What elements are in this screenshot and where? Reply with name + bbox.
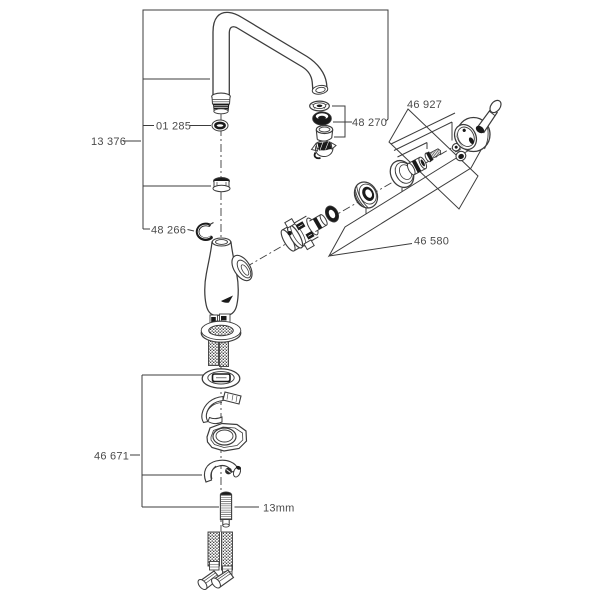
- spout-adapter-nut: [212, 177, 231, 193]
- aerator-bracket-48270: [332, 105, 352, 138]
- label-handle-kit: 46 927: [407, 99, 442, 111]
- adapter-sleeve-part: [406, 156, 428, 176]
- aerator-washer-part: [309, 100, 330, 112]
- label-spout-assembly: 13 376: [91, 136, 126, 148]
- spout-bracket-13376: [123, 9, 389, 232]
- threaded-stud-part: [219, 491, 233, 528]
- horseshoe-clip-part: [203, 459, 242, 483]
- base-escutcheon: [200, 320, 242, 343]
- supply-hoses: [197, 531, 235, 591]
- faucet-body: [204, 237, 253, 316]
- label-spout-oring: 01 285: [156, 121, 191, 133]
- spout-tube: [212, 11, 329, 97]
- spout-oring-part: [211, 119, 229, 132]
- aerator-housing-part: [315, 124, 334, 142]
- aerator-seal-part: [312, 111, 332, 126]
- washer-ring-part: [201, 368, 241, 389]
- threaded-ring-part: [353, 181, 379, 209]
- spout-end-collar: [211, 92, 231, 115]
- wedge-spacer-part: [201, 391, 242, 425]
- cartridge-part: [280, 214, 328, 252]
- label-aerator-kit: 48 270: [352, 117, 387, 129]
- label-mounting-kit: 46 671: [94, 451, 129, 463]
- handle-screw-part: [424, 148, 442, 163]
- mounting-bracket-46671: [130, 374, 219, 508]
- retaining-clip-part: [195, 221, 214, 241]
- mousseur-part: [310, 140, 337, 160]
- mounting-nut-part: [206, 422, 248, 452]
- lever-handle-part: [453, 99, 502, 153]
- handle-kit-frame: [388, 108, 479, 210]
- label-retaining-clip: 48 266: [151, 225, 186, 237]
- cartridge-oring-part: [324, 205, 340, 223]
- label-stud-size: 13mm: [263, 503, 295, 515]
- label-cartridge-kit: 46 580: [414, 236, 449, 248]
- diagonal-axis: [245, 141, 463, 268]
